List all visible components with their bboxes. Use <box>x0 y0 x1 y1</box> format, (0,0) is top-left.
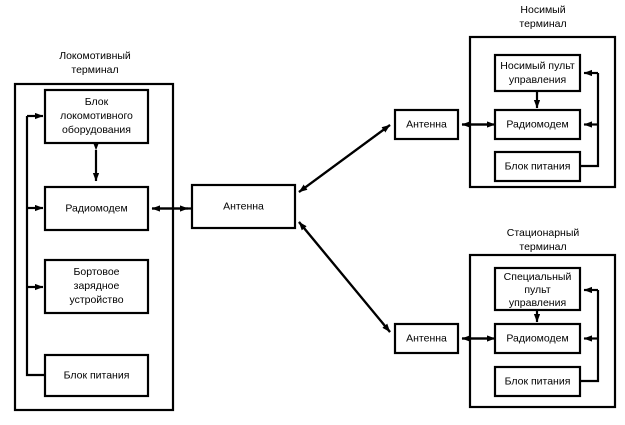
title-left-line2: терминал <box>71 64 118 76</box>
block-onboard-charger-line1: Бортовое <box>73 266 119 278</box>
block-loco-equipment-line1: Блок <box>85 96 109 108</box>
block-stationary-antenna-label: Антенна <box>406 332 447 344</box>
block-loco-equipment-line2: локомотивного <box>60 110 133 122</box>
bottom-right-terminal-group <box>468 253 617 409</box>
block-portable-power-supply: Блок питания <box>493 150 582 183</box>
block-special-console-line1: Специальный <box>504 271 572 283</box>
block-onboard-charger: Бортовое зарядное устройство <box>43 258 150 315</box>
block-stationary-antenna: Антенна <box>393 322 460 355</box>
title-left-line1: Локомотивный <box>59 50 131 62</box>
block-stationary-power-supply-label: Блок питания <box>505 375 571 387</box>
block-left-radiomodem: Радиомодем <box>43 185 150 232</box>
title-br-line1: Стационарный <box>507 227 580 239</box>
block-stationary-radiomodem-label: Радиомодем <box>506 332 568 344</box>
title-tr-line1: Носимый <box>520 4 565 16</box>
block-left-power-supply-label: Блок питания <box>64 369 130 381</box>
block-special-console-line3: управления <box>509 297 566 309</box>
left-terminal-power-bus <box>25 112 45 377</box>
block-onboard-charger-line3: устройство <box>69 294 123 306</box>
bottom-right-power-bus <box>580 286 600 383</box>
block-portable-console-line1: Носимый пульт <box>500 60 575 72</box>
block-portable-radiomodem-label: Радиомодем <box>506 118 568 130</box>
title-br-line2: терминал <box>519 241 566 253</box>
block-stationary-power-supply: Блок питания <box>493 365 582 398</box>
block-portable-antenna: Антенна <box>393 108 460 141</box>
block-central-antenna-label: Антенна <box>223 200 264 212</box>
block-left-radiomodem-label: Радиомодем <box>65 202 127 214</box>
block-loco-equipment: Блок локомотивного оборудования <box>43 88 150 145</box>
title-left-terminal: Локомотивный терминал <box>59 50 131 76</box>
link-central-to-stationary <box>298 221 391 333</box>
top-right-terminal-group <box>468 35 617 189</box>
left-terminal-group <box>13 82 175 412</box>
block-left-power-supply: Блок питания <box>43 353 150 398</box>
block-portable-console-line2: управления <box>509 74 566 86</box>
block-loco-equipment-line3: оборудования <box>62 124 131 136</box>
link-central-to-portable <box>298 124 391 193</box>
title-tr-line2: терминал <box>519 18 566 30</box>
block-portable-console: Носимый пульт управления <box>493 53 582 93</box>
block-portable-antenna-label: Антенна <box>406 118 447 130</box>
block-portable-power-supply-label: Блок питания <box>505 160 571 172</box>
block-central-antenna: Антенна <box>190 183 297 230</box>
block-special-console: Специальный пульт управления <box>493 266 582 312</box>
block-special-console-line2: пульт <box>524 284 550 296</box>
block-stationary-radiomodem: Радиомодем <box>493 322 582 355</box>
block-portable-radiomodem: Радиомодем <box>493 108 582 141</box>
block-onboard-charger-line2: зарядное <box>74 280 120 292</box>
title-top-right-terminal: Носимый терминал <box>519 4 566 30</box>
title-bottom-right-terminal: Стационарный терминал <box>507 227 580 253</box>
top-right-power-bus <box>580 69 600 168</box>
